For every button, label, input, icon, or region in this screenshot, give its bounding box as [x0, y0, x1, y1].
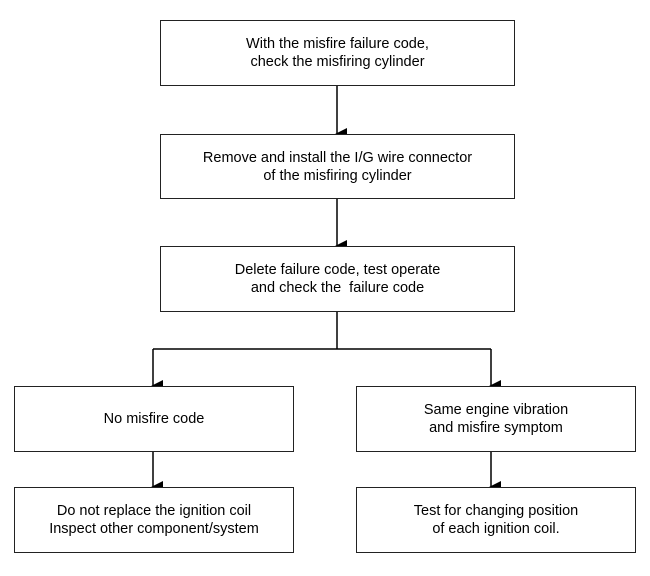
- step-check-misfiring-cylinder: With the misfire failure code, check the…: [160, 20, 515, 86]
- branch-no-misfire-code: No misfire code: [14, 386, 294, 452]
- result-text-line: Do not replace the ignition coil: [56, 503, 252, 519]
- step-delete-failure-code: Delete failure code, test operate and ch…: [160, 246, 515, 312]
- step-text-line: With the misfire failure code,: [246, 36, 429, 52]
- step-remove-install-connector: Remove and install the I/G wire connecto…: [160, 134, 515, 199]
- result-test-changing-position: Test for changing position of each ignit…: [356, 487, 636, 553]
- step-text-line: check the misfiring cylinder: [250, 54, 425, 70]
- branch-text-line: and misfire symptom: [429, 420, 563, 436]
- step-text-line: of the misfiring cylinder: [263, 167, 412, 184]
- result-text-line: of each ignition coil.: [432, 521, 560, 537]
- branch-same-engine-vibration: Same engine vibration and misfire sympto…: [356, 386, 636, 452]
- result-do-not-replace-coil: Do not replace the ignition coil Inspect…: [14, 487, 294, 553]
- result-text-line: Test for changing position: [413, 503, 579, 519]
- step-text-line: Remove and install the I/G wire connecto…: [202, 149, 473, 166]
- step-text-line: Delete failure code, test operate: [234, 262, 441, 278]
- step-text-line: and check the failure code: [250, 280, 425, 296]
- branch-text-line: Same engine vibration: [423, 402, 569, 418]
- result-text-line: Inspect other component/system: [49, 521, 259, 537]
- branch-text-line: No misfire code: [103, 411, 205, 427]
